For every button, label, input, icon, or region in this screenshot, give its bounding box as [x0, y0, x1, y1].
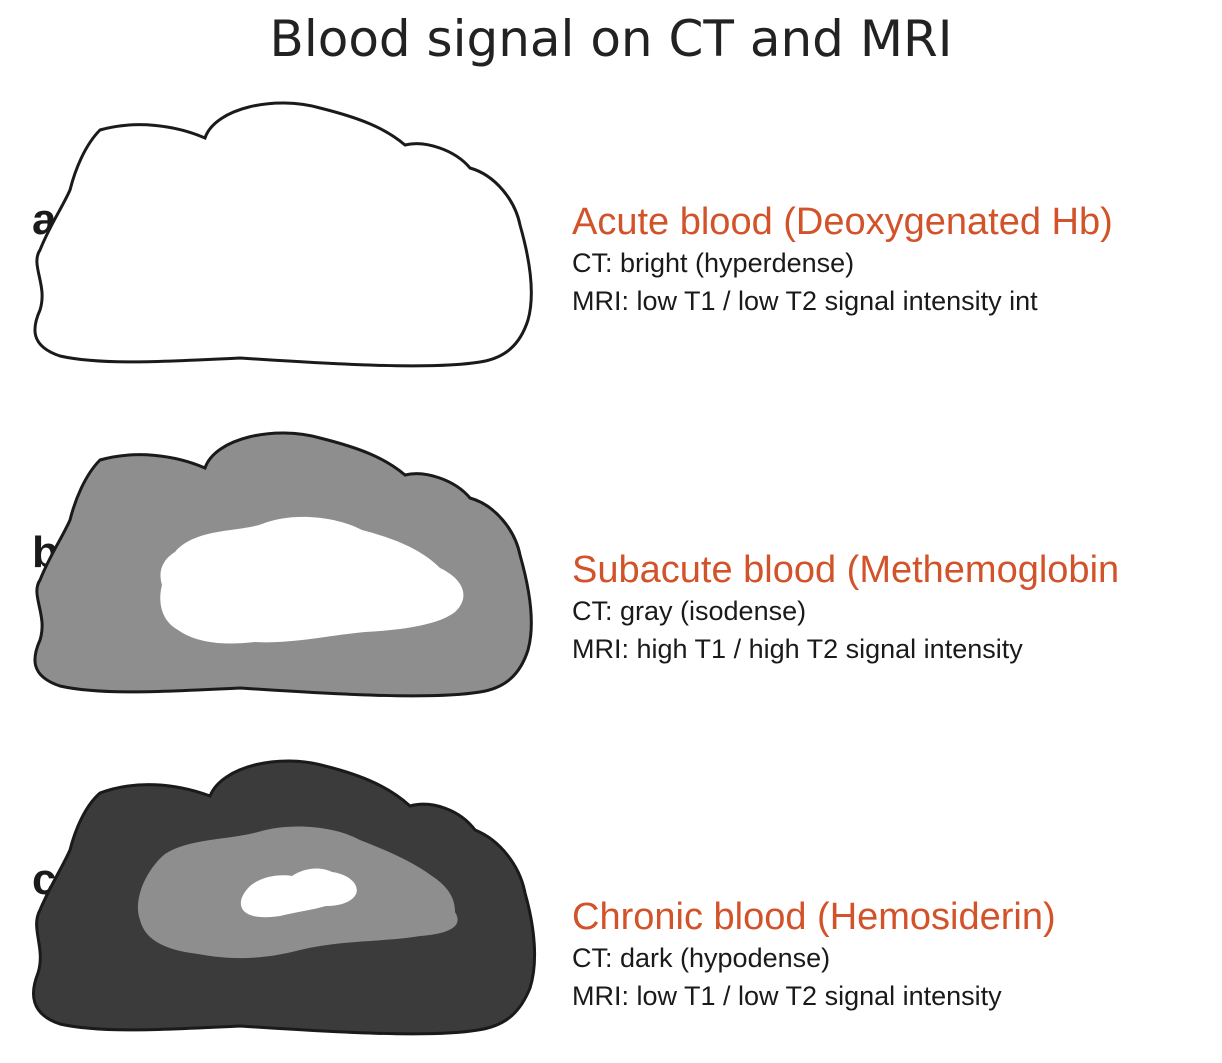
chronic-blood-white-region: [240, 868, 357, 918]
page-title: Blood signal on CT and MRI: [269, 10, 953, 68]
chronic-blood-mri: MRI: low T1 / low T2 signal intensity: [572, 981, 1002, 1011]
panel-c-text: Chronic blood (Hemosiderin) CT: dark (hy…: [572, 895, 1056, 1015]
subacute-blood-shape: [33, 431, 533, 698]
acute-blood-mri: MRI: low T1 / low T2 signal intensity in…: [572, 286, 1038, 316]
subacute-blood-heading: Subacute blood (Methemoglobin: [572, 549, 1120, 591]
panel-a-text: Acute blood (Deoxygenated Hb) CT: bright…: [572, 200, 1113, 320]
acute-blood-heading: Acute blood (Deoxygenated Hb): [572, 201, 1113, 243]
acute-blood-shape: [33, 101, 533, 368]
chronic-blood-heading: Chronic blood (Hemosiderin): [572, 896, 1056, 938]
chronic-blood-shape: [31, 759, 537, 1036]
subacute-blood-core-region: [160, 516, 464, 644]
subacute-blood-mri: MRI: high T1 / high T2 signal intensity: [572, 634, 1023, 664]
subacute-blood-ct: CT: gray (isodense): [572, 596, 807, 626]
acute-blood-ct: CT: bright (hyperdense): [572, 248, 855, 278]
chronic-blood-ct: CT: dark (hypodense): [572, 943, 831, 973]
panel-b-text: Subacute blood (Methemoglobin CT: gray (…: [572, 548, 1119, 668]
acute-blood-outline: [33, 101, 533, 368]
